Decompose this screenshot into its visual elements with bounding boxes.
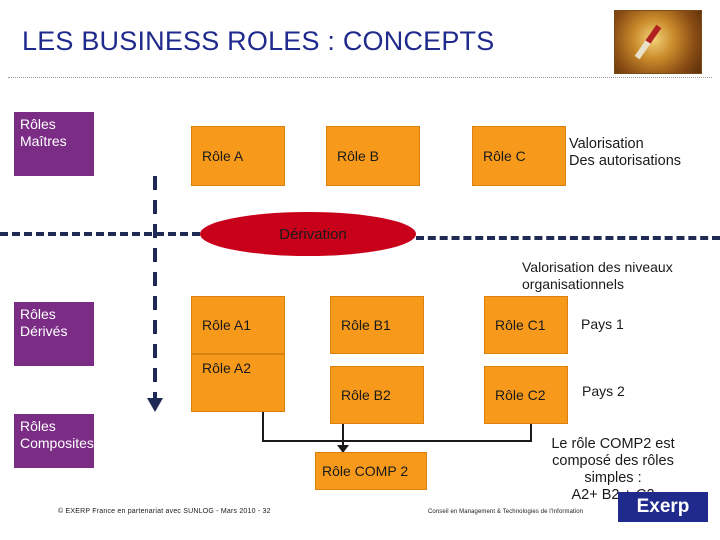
country-1-text: Pays 1 [581,316,624,332]
derivation-label: Dérivation [279,225,347,243]
masters-roles-label: Rôles Maîtres [14,112,94,176]
role-c2-box: Rôle C2 [484,366,568,424]
connector-left-down [262,412,264,442]
connector-horizontal [262,440,532,442]
composite-note-text: Le rôle COMP2 est composé des rôles simp… [551,436,675,503]
exerp-logo-text: Exerp [636,496,690,517]
derivation-dashed-line-right [416,236,720,240]
derivation-arrow [147,176,163,412]
exerp-logo: Exerp [618,492,708,522]
auth-valuation-text: Valorisation Des autorisations [569,136,682,169]
footer-copyright: © EXERP France en partenariat avec SUNLO… [58,508,271,515]
connector-b2-down [342,424,344,438]
role-a1-box: Rôle A1 [191,296,285,354]
derivation-dashed-line-left [0,232,200,236]
page-title: LES BUSINESS ROLES : CONCEPTS [22,26,495,56]
role-b-label: Rôle B [337,148,380,164]
country-2-text: Pays 2 [582,383,625,399]
derivation-ellipse: Dérivation [200,212,416,256]
role-c-box: Rôle C [472,126,566,186]
derived-roles-label: Rôles Dérivés [14,302,94,366]
role-a2-label: Rôle A2 [202,360,252,376]
role-b1-label: Rôle B1 [341,317,391,333]
role-a-label: Rôle A [202,148,244,164]
composite-arrow [337,438,349,453]
role-b2-box: Rôle B2 [330,366,424,424]
role-comp2-label: Rôle COMP 2 [322,463,409,479]
compass-image [614,10,702,74]
role-b1-box: Rôle B1 [330,296,424,354]
role-b2-label: Rôle B2 [341,387,391,403]
role-a2-box: Rôle A2 [191,354,285,412]
org-valuation-text: Valorisation des niveaux organisationnel… [522,259,673,292]
role-b-box: Rôle B [326,126,420,186]
role-c1-box: Rôle C1 [484,296,568,354]
title-divider [8,77,712,78]
connector-c2-down [530,424,532,442]
footer-tagline: Conseil en Management & Technologies de … [428,509,584,515]
role-c1-label: Rôle C1 [495,317,546,333]
role-c2-label: Rôle C2 [495,387,546,403]
role-c-label: Rôle C [483,148,526,164]
role-a-box: Rôle A [191,126,285,186]
compass-needle-icon [634,24,662,60]
role-a1-label: Rôle A1 [202,317,252,333]
role-comp2-box: Rôle COMP 2 [315,452,427,490]
composite-roles-label: Rôles Composites [14,414,94,468]
